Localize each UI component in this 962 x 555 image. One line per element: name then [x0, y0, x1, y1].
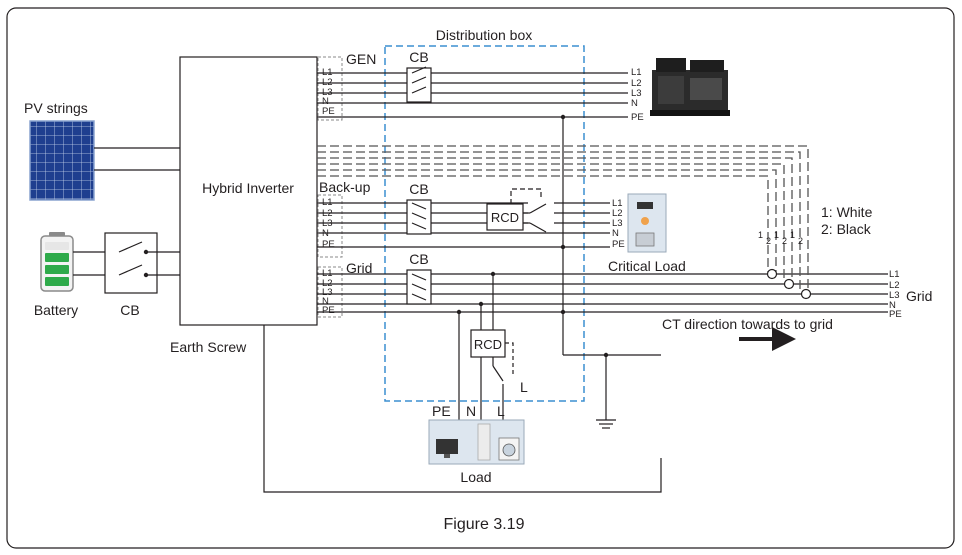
ct-wire-mark: 1 [758, 230, 763, 240]
backup-terminal: PE [322, 239, 335, 250]
pv-panel [29, 120, 95, 201]
ct-wire-mark: 2 [798, 236, 803, 246]
backup-breaker-label: CB [409, 181, 428, 197]
ct-sensor-l2 [783, 278, 795, 290]
generator-icon [650, 58, 730, 116]
hybrid-inverter [179, 56, 318, 326]
outer-frame [6, 7, 955, 549]
critical-load-terminal: N [612, 228, 619, 239]
backup-port: L1 L2 L3 N PE [317, 194, 343, 258]
grid-line-terminal: L3 [889, 290, 900, 301]
grid-terminal: N [322, 296, 329, 307]
critical-load-icon [627, 193, 667, 253]
critical-load-terminal: L1 [612, 198, 623, 209]
backup-rcd [486, 203, 524, 231]
battery-breaker [104, 232, 158, 294]
ct-sensor-l1 [766, 268, 778, 280]
generator-line: L3 [631, 88, 642, 99]
load-appliances-icon [428, 419, 525, 465]
battery-label: Battery [34, 302, 78, 318]
grid-breaker-label: CB [409, 251, 428, 267]
ct-legend-black: 2: Black [821, 221, 872, 237]
generator-line: L1 [631, 67, 642, 78]
load-rcd-label: RCD [474, 337, 502, 352]
figure-caption: Figure 3.19 [444, 516, 525, 533]
critical-load-terminal: L3 [612, 218, 623, 229]
backup-rcd-label: RCD [491, 210, 519, 225]
generator-line: PE [631, 112, 644, 123]
gen-breaker [406, 66, 432, 103]
grid-port-label: Grid [346, 260, 372, 276]
grid-label: Grid [906, 288, 932, 304]
grid-line-terminal: L2 [889, 280, 900, 291]
load-n-label: N [466, 403, 476, 419]
ct-wires [317, 145, 809, 292]
ct-direction-label: CT direction towards to grid [662, 316, 833, 332]
earth-ground-symbol [596, 419, 616, 429]
hybrid-inverter-label: Hybrid Inverter [202, 180, 294, 196]
ct-wire-mark: 2 [766, 236, 771, 246]
backup-breaker [406, 199, 432, 235]
gen-port-label: GEN [346, 51, 376, 67]
load-l-label: L [497, 403, 505, 419]
grid-breaker [406, 269, 432, 305]
backup-port-label: Back-up [319, 179, 371, 195]
load-label: Load [460, 469, 491, 485]
battery-icon [40, 232, 74, 292]
grid-line-terminal: PE [889, 309, 902, 320]
grid-terminal: L3 [322, 287, 333, 298]
distribution-box-label: Distribution box [436, 27, 533, 43]
critical-load-label: Critical Load [608, 258, 686, 274]
gen-breaker-label: CB [409, 49, 428, 65]
generator-line: N [631, 98, 638, 109]
load-switch-l-label: L [520, 379, 528, 395]
critical-load-terminal: L2 [612, 208, 623, 219]
grid-line-terminal: L1 [889, 269, 900, 280]
battery-breaker-label: CB [120, 302, 139, 318]
grid-terminal: PE [322, 305, 335, 316]
earth-screw-label: Earth Screw [170, 339, 247, 355]
gen-terminal: N [322, 96, 329, 107]
ct-wire-mark: 1 [790, 230, 795, 240]
load-pe-label: PE [432, 403, 451, 419]
pv-strings-label: PV strings [24, 100, 88, 116]
gen-port: L1 L2 L3 N PE [317, 56, 343, 121]
ct-legend-white: 1: White [821, 204, 873, 220]
ct-wire-mark: 1 [774, 230, 779, 240]
ct-wire-mark: 2 [782, 236, 787, 246]
generator-line: L2 [631, 78, 642, 89]
critical-load-terminal: PE [612, 239, 625, 250]
gen-terminal: PE [322, 106, 335, 117]
grid-line-terminal: N [889, 300, 896, 311]
ct-sensor-l3 [800, 288, 812, 300]
